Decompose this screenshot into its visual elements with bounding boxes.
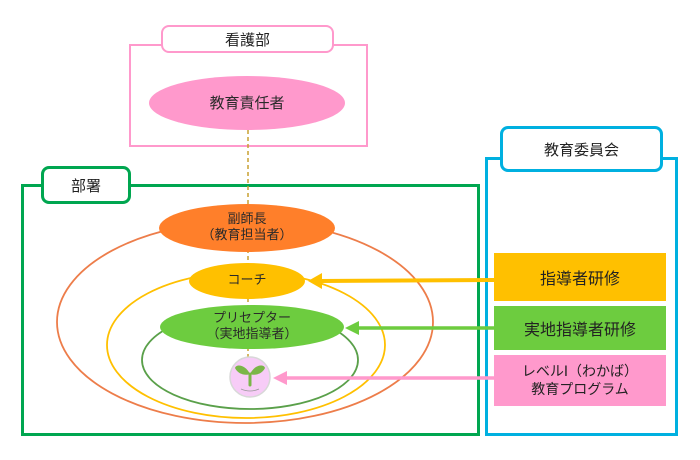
ward-label-text: 部署 [70,176,101,195]
vice-head-ellipse [159,204,335,252]
vice-head-line2: （教育担当者） [201,228,293,243]
program-text: 実地指導者研修 [523,320,636,339]
coach-training-arrow [308,273,495,289]
committee-label-text: 教育委員会 [543,140,619,159]
vice-head-line1: 副師長 [227,212,267,227]
nursing-dept-label-text: 看護部 [224,30,270,49]
program-box-coach-training: 指導者研修 [494,253,666,301]
program-text-line2: 教育プログラム [531,381,629,398]
coach-label: コーチ [189,263,305,299]
ward-label: 部署 [41,166,131,204]
program-text: 指導者研修 [539,269,620,288]
committee-label: 教育委員会 [500,126,663,172]
preceptor-line2: （実地指導者） [206,327,298,342]
preceptor-line1: プリセプター [212,311,291,326]
program-box-level1: レベルⅠ（わかば） 教育プログラム [494,355,666,406]
ward-frame [21,184,480,436]
sprout-icon [229,356,271,398]
program-box-preceptor-training: 実地指導者研修 [494,306,666,350]
nursing-dept-label: 看護部 [161,25,334,53]
preceptor-training-arrow [345,321,494,335]
coach-text: コーチ [227,273,267,288]
preceptor-ellipse [160,305,344,349]
coach-ellipse [189,263,305,299]
preceptor-label: プリセプター （実地指導者） [160,305,344,349]
education-manager-ellipse [149,76,345,130]
education-manager-label: 教育責任者 [149,76,345,130]
education-manager-text: 教育責任者 [209,94,285,112]
program-text-line1: レベルⅠ（わかば） [521,363,639,380]
newcomer-program-arrow [273,371,494,385]
vice-head-label: 副師長 （教育担当者） [159,204,335,252]
